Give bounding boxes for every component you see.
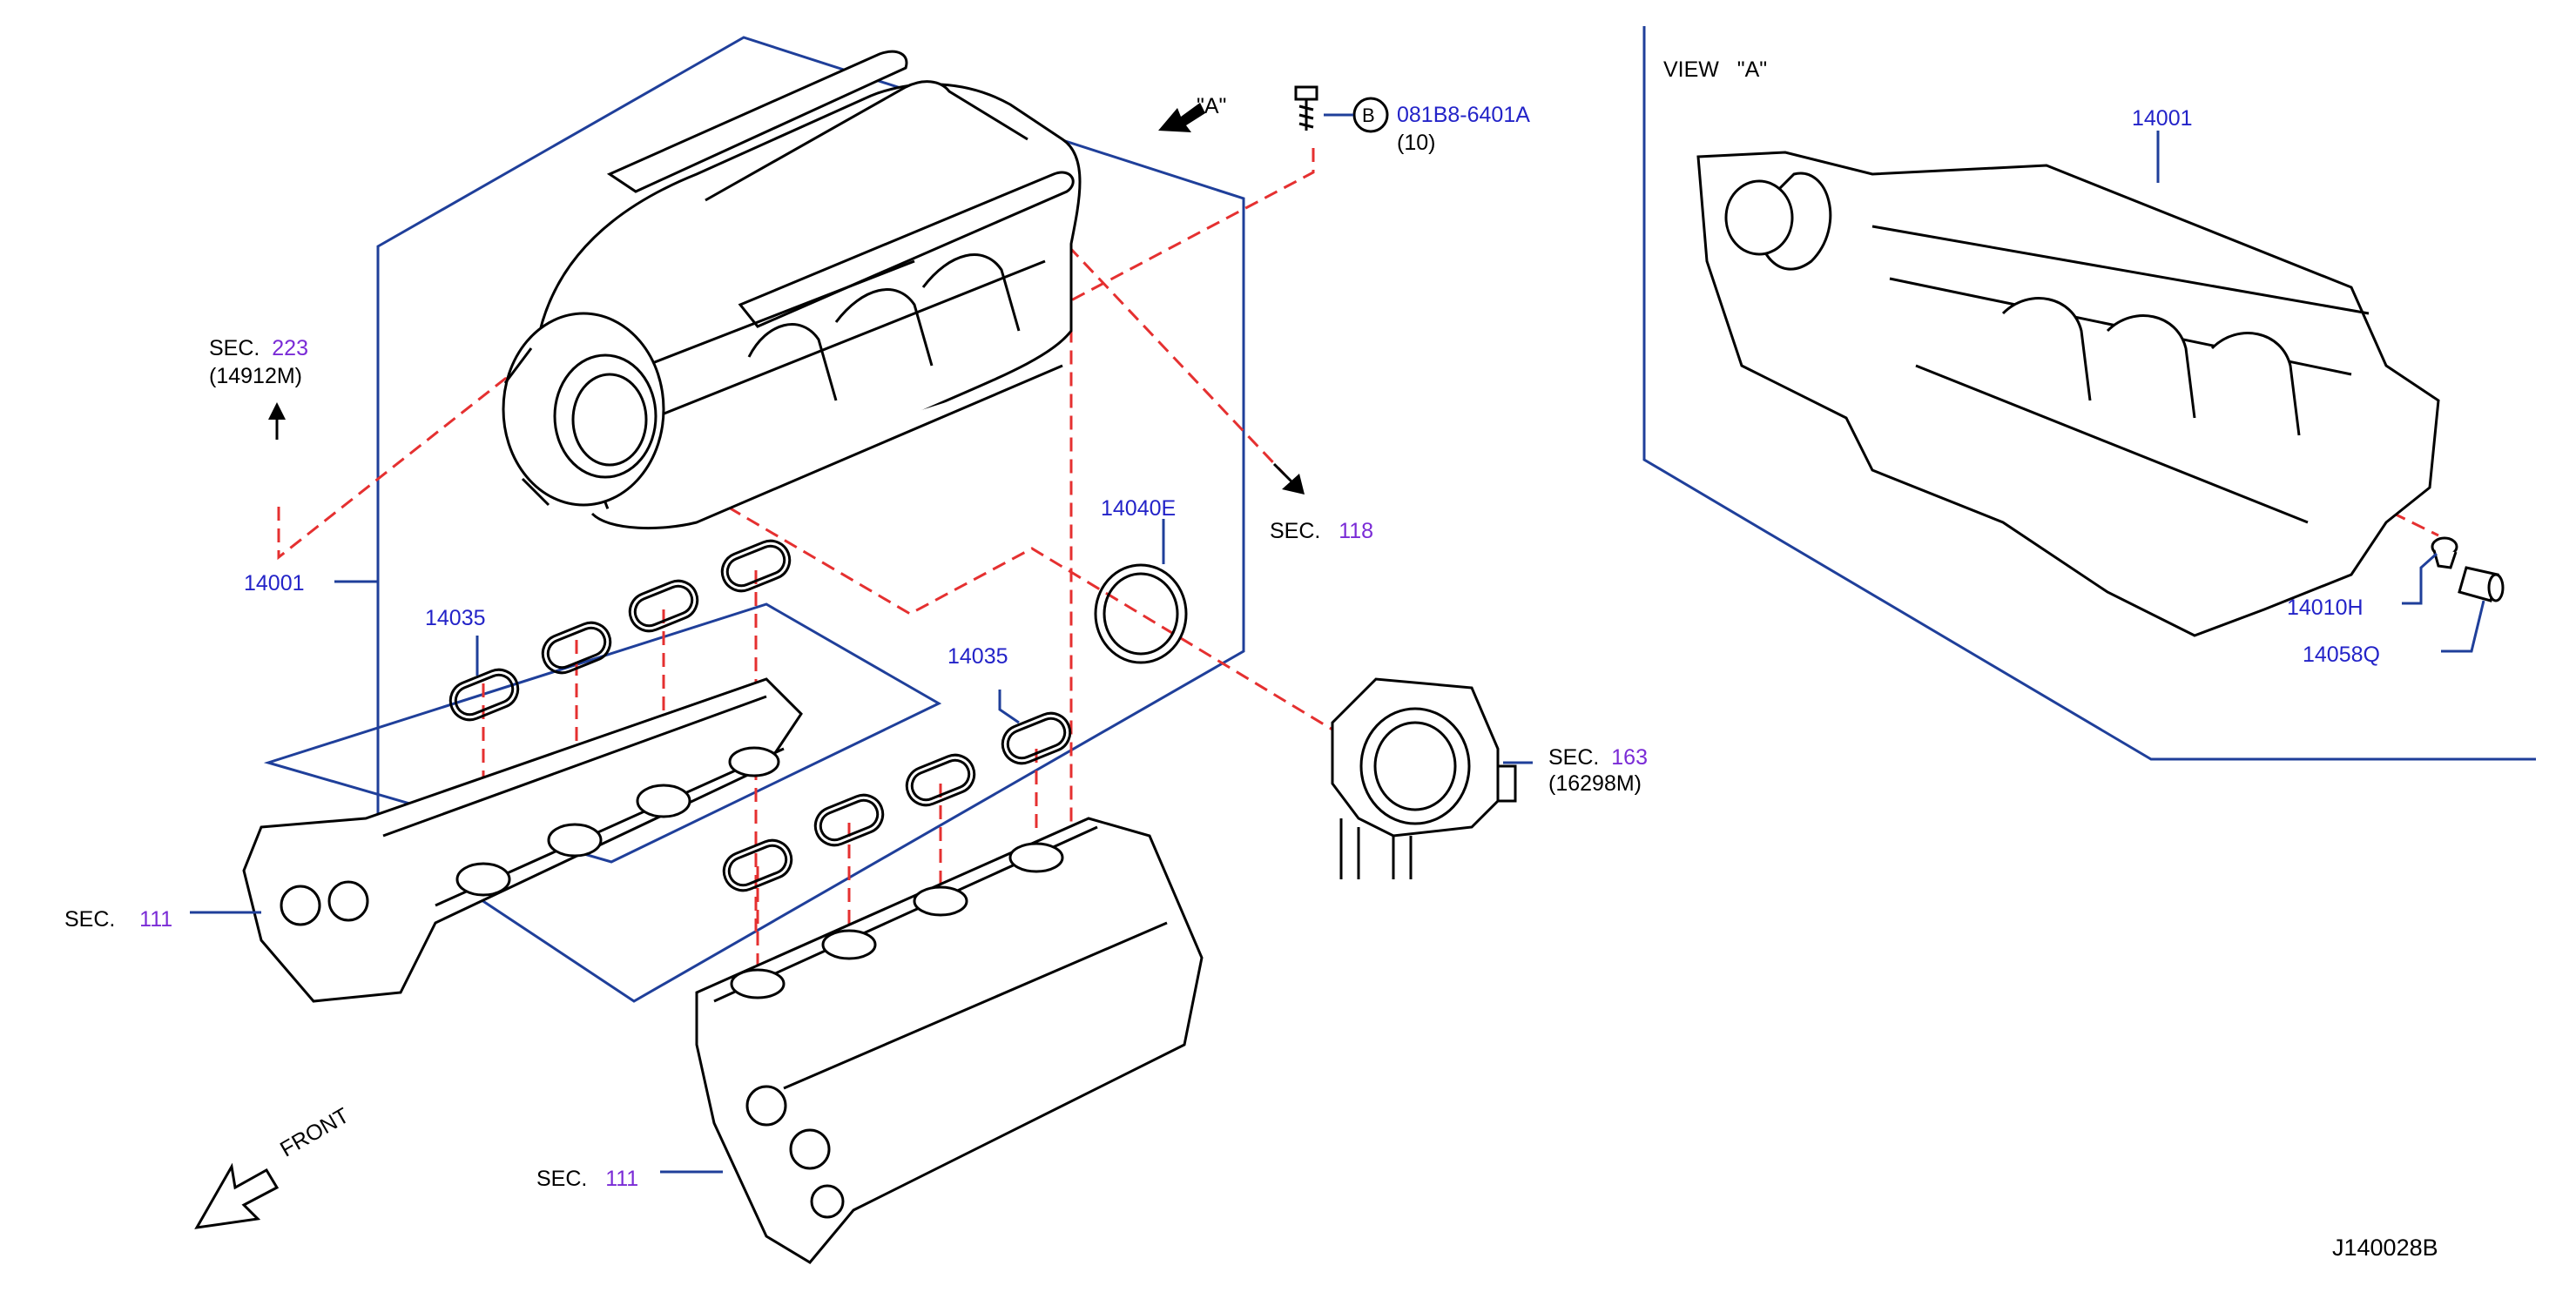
throttle-body[interactable] [1331, 677, 1517, 879]
sec223-label: SEC. 223 [209, 338, 308, 360]
view-a-frame [1642, 26, 2536, 761]
sec163-label: SEC. 163 [1548, 747, 1648, 769]
sec111-right-sec: SEC. [536, 1167, 588, 1191]
part-14001-view[interactable]: 14001 [2132, 106, 2193, 131]
sec223-sec: SEC. [209, 336, 260, 360]
arrow-view-a-icon [1158, 103, 1205, 132]
view-letter: "A" [1736, 57, 1768, 82]
intake-manifold-drawing[interactable] [502, 50, 1082, 530]
gasket-set-right[interactable] [718, 708, 1076, 897]
arrow-up-icon [268, 402, 286, 440]
throttle-gasket-ring[interactable] [1094, 563, 1188, 664]
sec163-number[interactable]: 163 [1611, 745, 1648, 770]
sec163-sec: SEC. [1548, 745, 1600, 770]
part-14010h[interactable]: 14010H [2287, 596, 2364, 620]
sec111-left-sec: SEC. [64, 907, 116, 932]
bolt-callout-circle [1352, 97, 1389, 133]
part-14040e[interactable]: 14040E [1101, 496, 1177, 521]
sec111-right-label: SEC. 111 [536, 1168, 638, 1190]
bolt-part-number[interactable]: 081B8-6401A [1397, 103, 1530, 127]
diagram-code: J140028B [2332, 1235, 2438, 1261]
view-a-manifold-drawing[interactable] [1696, 151, 2440, 637]
gasket-set-left[interactable] [445, 535, 796, 726]
sec111-left-label: SEC. 111 [64, 909, 172, 931]
sec118-label: SEC. 118 [1270, 521, 1373, 542]
view-label-text: VIEW [1663, 57, 1719, 82]
sec118-number[interactable]: 118 [1339, 519, 1374, 543]
bolt-quantity: (10) [1397, 131, 1436, 155]
bolt-callout-letter: B [1362, 104, 1375, 126]
part-14035-left[interactable]: 14035 [425, 606, 486, 630]
arrow-sec118-icon [1272, 462, 1305, 495]
cylinder-head-left[interactable] [242, 677, 803, 1003]
front-arrow-icon [194, 1162, 280, 1229]
sec223-number[interactable]: 223 [272, 336, 308, 360]
sec111-right-number[interactable]: 111 [605, 1167, 639, 1191]
solid-leaders [190, 113, 2485, 1174]
hose-clip-icon[interactable] [2431, 536, 2458, 569]
part-14058q[interactable]: 14058Q [2303, 643, 2380, 667]
sec118-sec: SEC. [1270, 519, 1321, 543]
part-14035-right[interactable]: 14035 [947, 644, 1008, 669]
cylinder-head-right[interactable] [695, 817, 1204, 1264]
part-14001-left[interactable]: 14001 [244, 571, 305, 596]
sec111-left-number[interactable]: 111 [139, 907, 173, 932]
hose-icon[interactable] [2458, 566, 2505, 602]
sec223-sub: (14912M) [209, 364, 302, 388]
view-label: VIEW "A" [1663, 59, 1767, 81]
sec163-sub: (16298M) [1548, 771, 1642, 796]
arrow-view-a-label: "A" [1197, 94, 1227, 118]
bolt-icon[interactable] [1294, 85, 1318, 131]
